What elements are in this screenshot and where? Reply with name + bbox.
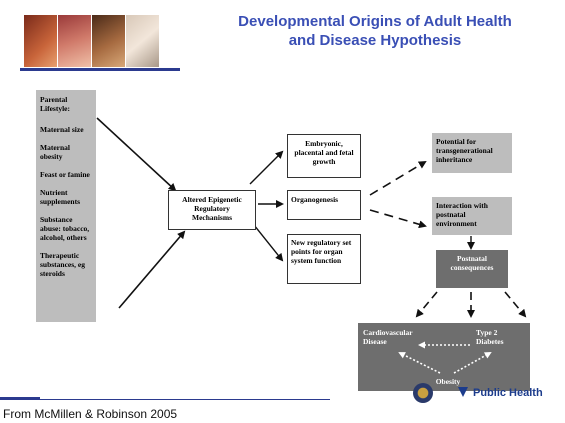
- arrow-to-transgenerational: [369, 160, 427, 196]
- setpoints-label: New regulatory set points for organ syst…: [291, 238, 352, 265]
- arrow-to-interaction: [369, 209, 427, 229]
- obesity-label: Obesity: [435, 377, 461, 386]
- arrow-lifestyle-up: [118, 230, 186, 309]
- organogenesis-label: Organogenesis: [291, 195, 339, 204]
- growth-box: Embryonic, placental and fetal growth: [287, 134, 361, 178]
- footer-accent: [0, 397, 40, 400]
- postnatal-consequences-label: Postnatal consequences: [450, 254, 494, 272]
- university-seal-icon: [413, 383, 433, 403]
- arrow-to-growth: [249, 150, 284, 185]
- lifestyle-item: Maternal obesity: [40, 143, 70, 161]
- footer-divider: [0, 399, 330, 400]
- diabetes-label: Type 2 Diabetes: [476, 328, 504, 346]
- lifestyle-item: Substance abuse: tobacco, alcohol, other…: [40, 215, 90, 242]
- growth-label: Embryonic, placental and fetal growth: [294, 139, 354, 166]
- lifestyle-item: Maternal size: [40, 125, 84, 134]
- embryo-photo: [24, 15, 57, 67]
- cardiovascular-label: Cardiovascular Disease: [363, 328, 413, 346]
- title-line-1: Developmental Origins of Adult Health: [238, 13, 512, 30]
- interaction-box: Interaction with postnatal environment: [432, 197, 512, 235]
- mother-photo: [92, 15, 125, 67]
- title-line-2: and Disease Hypothesis: [288, 32, 462, 49]
- transgenerational-box: Potential for transgenerational inherita…: [432, 133, 512, 173]
- outcome-dotted-arrows: [398, 341, 492, 374]
- epigenetic-mechanisms-box: Altered Epigenetic Regulatory Mechanisms: [168, 190, 256, 230]
- setpoints-box: New regulatory set points for organ syst…: [287, 234, 361, 284]
- lifestyle-item: Feast or famine: [40, 170, 90, 179]
- header-photo-strip: [24, 15, 159, 67]
- arrow-outcome-right: [504, 291, 527, 318]
- public-health-logo-icon: [456, 385, 470, 399]
- lifestyle-header: Parental Lifestyle:: [40, 95, 70, 113]
- epigenetic-mechanisms-label: Altered Epigenetic Regulatory Mechanisms: [182, 195, 242, 222]
- organogenesis-box: Organogenesis: [287, 190, 361, 220]
- interaction-label: Interaction with postnatal environment: [436, 201, 488, 228]
- arrow-outcome-left: [415, 291, 438, 318]
- public-health-logo-text: Public Health: [473, 387, 543, 399]
- transgenerational-label: Potential for transgenerational inherita…: [436, 137, 493, 164]
- obesity-to-diabetes-arrow: [453, 352, 492, 374]
- outcomes-panel: Cardiovascular Disease Type 2 Diabetes O…: [358, 323, 530, 391]
- lifestyle-item: Nutrient supplements: [40, 188, 81, 206]
- arrow-lifestyle-down: [96, 117, 177, 192]
- fetus-photo: [58, 15, 91, 67]
- header-divider: [20, 68, 180, 71]
- obesity-to-cvd-arrow: [398, 352, 441, 374]
- postnatal-consequences-box: Postnatal consequences: [436, 250, 508, 288]
- citation-footer: From McMillen & Robinson 2005: [3, 407, 178, 421]
- baby-photo: [126, 15, 159, 67]
- slide-title: Developmental Origins of Adult Health an…: [190, 12, 560, 50]
- parental-lifestyle-box: Parental Lifestyle: Maternal size Matern…: [36, 90, 96, 322]
- lifestyle-item: Therapeutic substances, eg steroids: [40, 251, 86, 278]
